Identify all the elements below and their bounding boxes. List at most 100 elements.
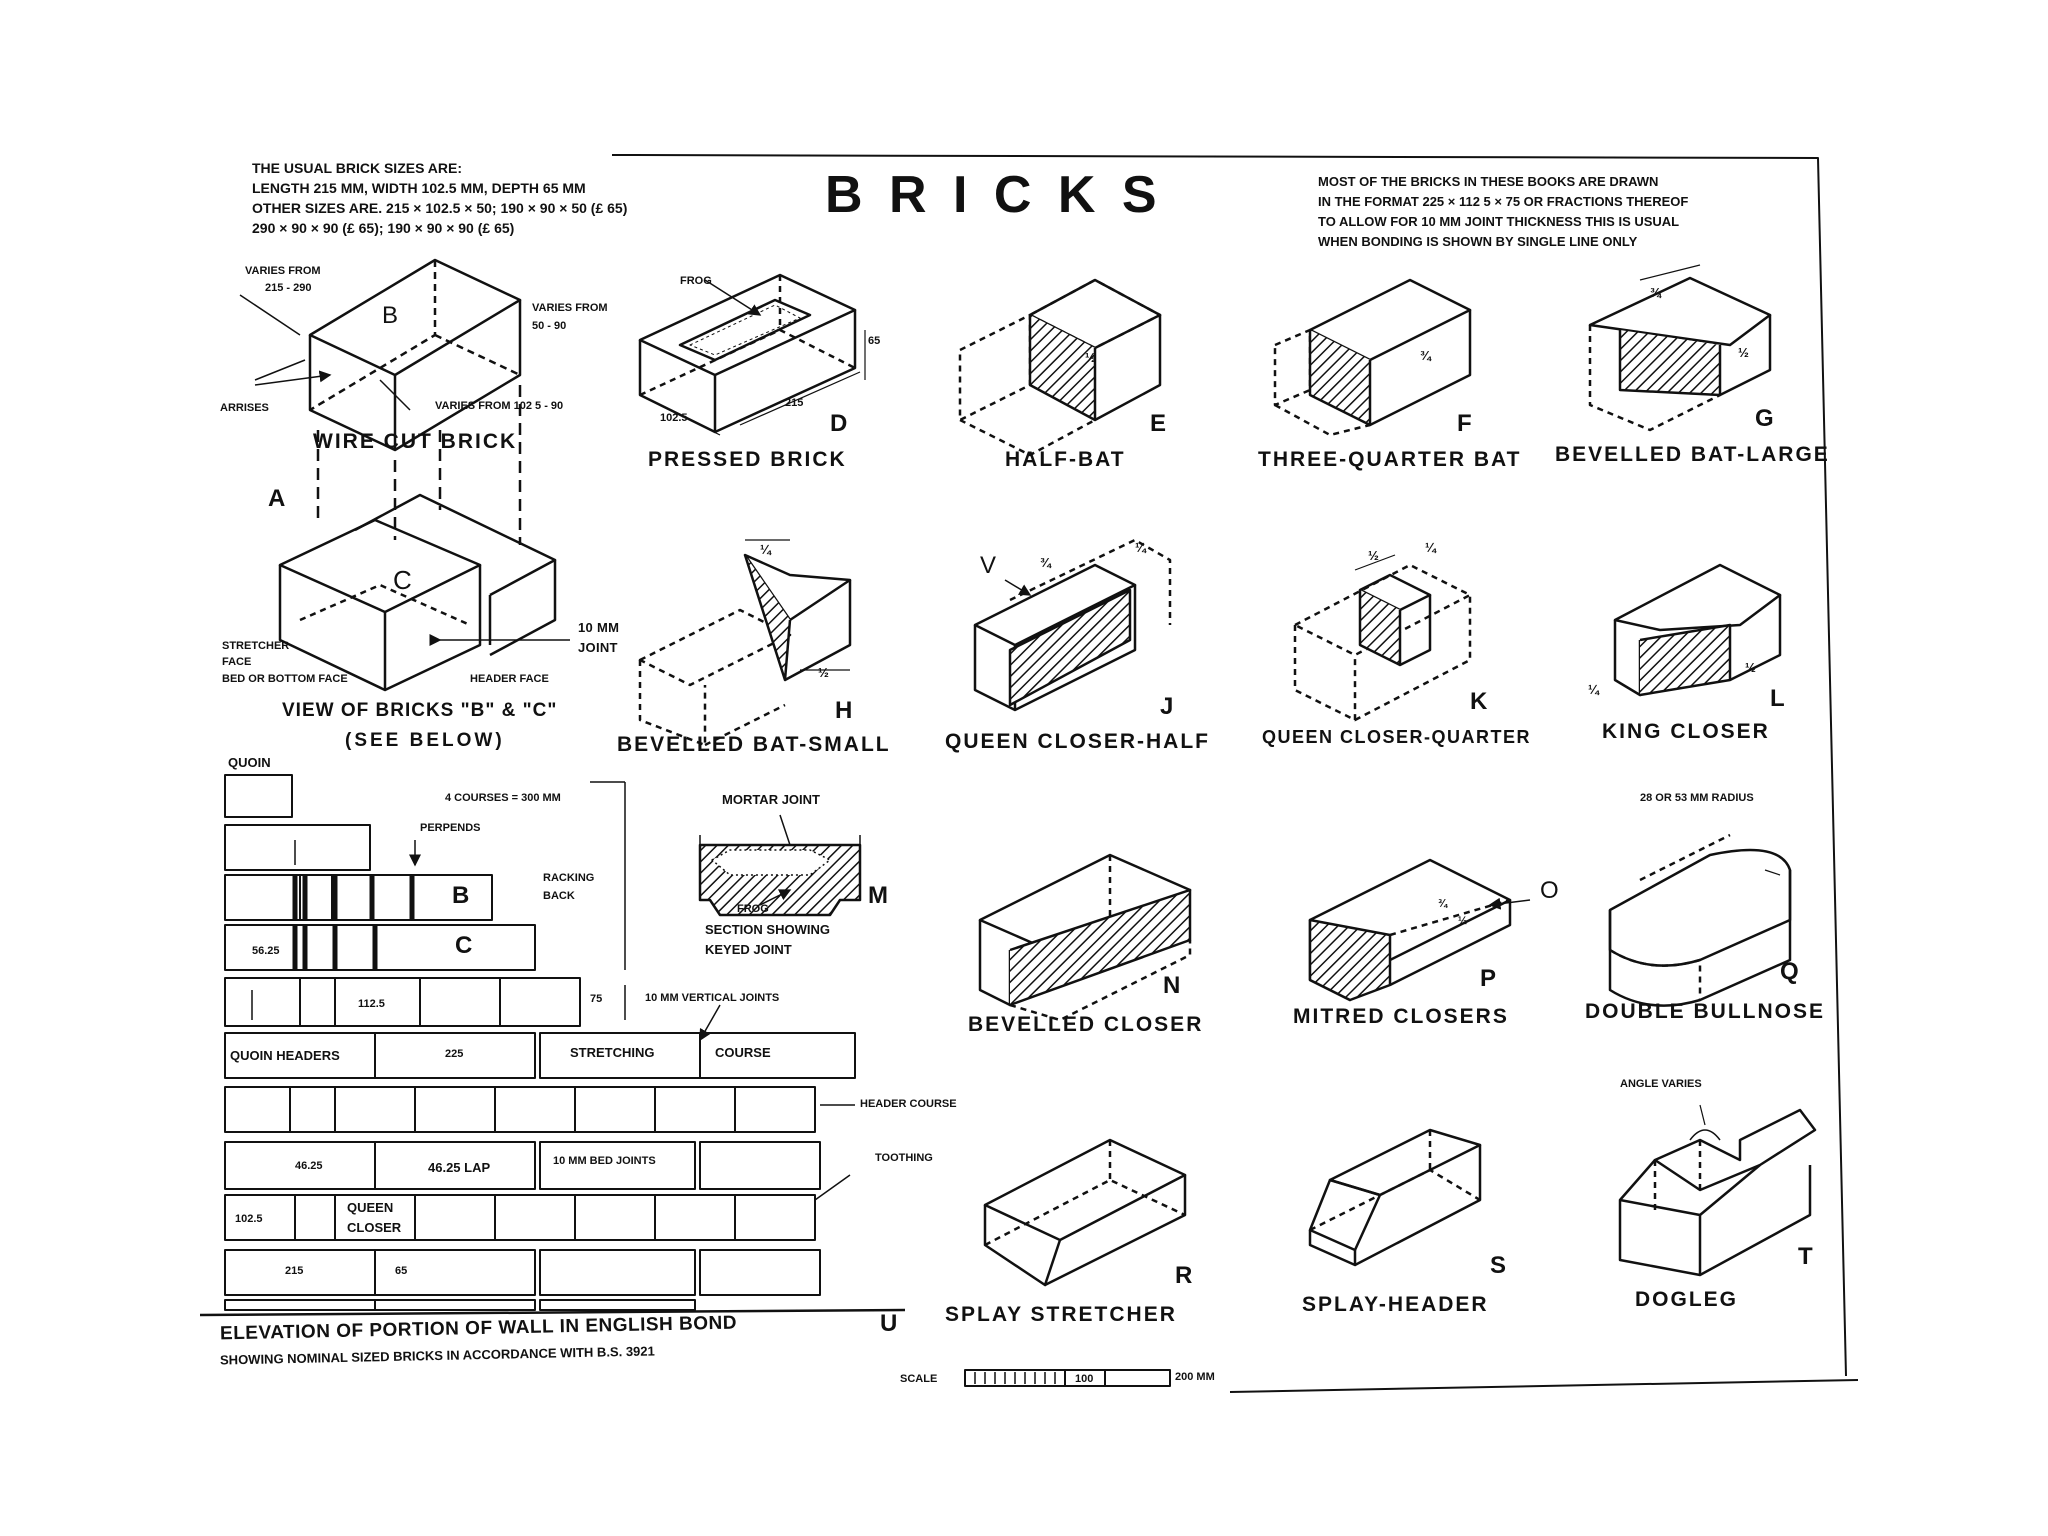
letter-r: R	[1175, 1262, 1193, 1289]
bevelled-bat-small-drawing	[638, 539, 852, 747]
caption-mitred-closers: MITRED CLOSERS	[1293, 1005, 1509, 1028]
letter-g: G	[1755, 405, 1774, 432]
caption-section-showing: SECTION SHOWING	[705, 922, 830, 937]
label-dim-215: 215	[785, 397, 804, 409]
label-header-face: HEADER FACE	[470, 673, 549, 685]
label-bed-face: BED OR BOTTOM FACE	[222, 673, 348, 685]
view-of-bricks-drawing	[278, 493, 570, 692]
label-racking-a: RACKING	[543, 872, 595, 884]
label-wall-c: C	[455, 932, 473, 959]
letter-f: F	[1457, 410, 1472, 437]
english-bond-wall-drawing	[224, 774, 856, 1311]
label-p-half: ½	[1458, 915, 1468, 927]
label-f-three-quarter: ¾	[1420, 348, 1432, 363]
keyed-joint-section-drawing	[698, 814, 862, 917]
caption-wire-cut-brick: WIRE CUT BRICK	[313, 430, 518, 453]
label-queen-a: QUEEN	[347, 1200, 394, 1215]
label-quoin: QUOIN	[228, 755, 271, 770]
double-bullnose-drawing	[1608, 833, 1792, 1007]
caption-keyed-joint: KEYED JOINT	[705, 942, 792, 957]
right-note-line-4: WHEN BONDING IS SHOWN BY SINGLE LINE ONL…	[1318, 234, 1638, 249]
label-lap: 46.25 LAP	[428, 1160, 491, 1175]
left-note-line-3: OTHER SIZES ARE. 215 × 102.5 × 50; 190 ×…	[252, 200, 628, 216]
bevelled-closer-drawing	[978, 853, 1192, 1022]
right-note-line-2: IN THE FORMAT 225 × 112 5 × 75 OR FRACTI…	[1318, 194, 1689, 209]
caption-half-bat: HALF-BAT	[1005, 448, 1126, 471]
half-bat-drawing	[958, 278, 1162, 457]
label-course: COURSE	[715, 1045, 771, 1060]
letter-j: J	[1160, 693, 1174, 720]
wire-cut-brick-drawing	[239, 258, 522, 545]
label-arrises: ARRISES	[220, 402, 269, 414]
label-four-courses: 4 COURSES = 300 MM	[445, 792, 561, 804]
right-note: MOST OF THE BRICKS IN THESE BOOKS ARE DR…	[1318, 172, 1688, 252]
letter-l: L	[1770, 685, 1785, 712]
label-brick-c: C	[393, 565, 412, 595]
letter-k: K	[1470, 688, 1488, 715]
label-mortar-joint: MORTAR JOINT	[722, 792, 820, 807]
label-varies-width: VARIES FROM 102 5 - 90	[435, 400, 564, 412]
label-j-three-quarter: ¾	[1040, 555, 1052, 570]
label-frog: FROG	[680, 275, 712, 287]
caption-see-below: (SEE BELOW)	[345, 730, 505, 751]
left-note-line-2: LENGTH 215 MM, WIDTH 102.5 MM, DEPTH 65 …	[252, 180, 586, 196]
label-g-three-quarter: ¾	[1650, 285, 1662, 300]
page-title: B R I C K S	[825, 166, 1163, 224]
queen-closer-half-drawing	[973, 538, 1172, 712]
label-brick-b: B	[382, 302, 399, 329]
label-d75: 75	[590, 993, 603, 1005]
caption-bevelled-bat-small: BEVELLED BAT-SMALL	[617, 733, 891, 756]
label-e-half: ½	[1085, 350, 1097, 365]
label-d5625: 56.25	[252, 945, 280, 957]
label-d1025w: 102.5	[235, 1213, 263, 1225]
label-joint-b: JOINT	[578, 640, 618, 655]
label-p-three-quarter: ¾	[1438, 898, 1448, 910]
label-varies-length-a: VARIES FROM	[245, 265, 321, 277]
label-dim-65: 65	[868, 335, 881, 347]
three-quarter-bat-drawing	[1273, 278, 1472, 437]
caption-three-quarter-bat: THREE-QUARTER BAT	[1258, 448, 1522, 471]
letter-u: U	[880, 1310, 898, 1337]
scale-bar	[964, 1369, 1171, 1387]
left-note-line-4: 290 × 90 × 90 (£ 65); 190 × 90 × 90 (£ 6…	[252, 220, 515, 236]
label-h-half: ½	[818, 665, 830, 680]
caption-king-closer: KING CLOSER	[1602, 720, 1770, 743]
caption-pressed-brick: PRESSED BRICK	[648, 448, 847, 471]
sheet-border	[611, 154, 1847, 1377]
label-varies-depth-b: 50 - 90	[532, 320, 567, 332]
letter-q: Q	[1780, 958, 1799, 985]
label-perpends: PERPENDS	[420, 822, 481, 834]
letter-e: E	[1150, 410, 1167, 437]
caption-bevelled-bat-large: BEVELLED BAT-LARGE	[1555, 443, 1830, 466]
caption-view-of-bricks: VIEW OF BRICKS "B" & "C"	[282, 700, 558, 721]
label-varies-depth-a: VARIES FROM	[532, 302, 608, 314]
mitred-closers-drawing	[1308, 858, 1531, 1002]
letter-n: N	[1163, 972, 1181, 999]
label-d65w: 65	[395, 1265, 408, 1277]
scale-mid: 100	[1075, 1373, 1094, 1385]
label-v: V	[980, 552, 997, 579]
label-joint-a: 10 MM	[578, 620, 620, 635]
pressed-brick-drawing	[638, 273, 866, 436]
label-g-half: ½	[1738, 345, 1750, 360]
letter-d: D	[830, 410, 848, 437]
caption-queen-closer-half: QUEEN CLOSER-HALF	[945, 730, 1210, 753]
label-h-quarter: ¼	[760, 542, 772, 557]
caption-splay-stretcher: SPLAY STRETCHER	[945, 1303, 1177, 1326]
splay-header-drawing	[1308, 1128, 1482, 1267]
label-d215w: 215	[285, 1265, 304, 1277]
label-dim-1025: 102.5	[660, 412, 688, 424]
label-bed-joints: 10 MM BED JOINTS	[553, 1155, 656, 1167]
letter-p: P	[1480, 965, 1497, 992]
label-stretcher-face-b: FACE	[222, 656, 252, 668]
label-l-half: ½	[1745, 660, 1757, 675]
scale-label: SCALE	[900, 1373, 938, 1385]
letter-t: T	[1798, 1243, 1813, 1270]
bevelled-bat-large-drawing	[1588, 264, 1772, 432]
letter-s: S	[1490, 1252, 1507, 1279]
label-d4625: 46.25	[295, 1160, 323, 1172]
label-toothing: TOOTHING	[875, 1152, 933, 1164]
label-queen-b: CLOSER	[347, 1220, 402, 1235]
caption-bevelled-closer: BEVELLED CLOSER	[968, 1013, 1204, 1036]
